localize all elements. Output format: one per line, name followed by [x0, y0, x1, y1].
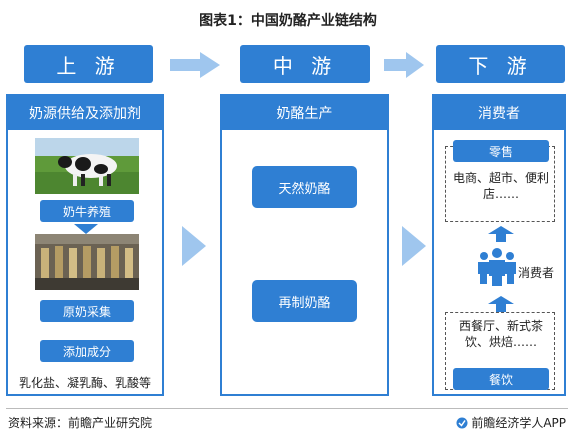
- retail-channels: 电商、超市、便利店……: [452, 171, 549, 201]
- up-arrow-icon: [488, 226, 514, 242]
- raw-milk-collection-box: 原奶采集: [40, 300, 134, 322]
- source-text: 资料来源：前瞻产业研究院: [8, 416, 153, 430]
- consumers-icon: [478, 248, 516, 286]
- downstream-header: 下 游: [436, 45, 565, 83]
- brand-logo-icon: [456, 417, 468, 428]
- midstream-panel-header: 奶酪生产: [222, 96, 387, 130]
- brand-name: 前瞻经济学人APP: [471, 416, 566, 430]
- downstream-panel-header: 消费者: [434, 96, 564, 130]
- add-ingredients-box: 添加成分: [40, 340, 134, 362]
- natural-cheese-box: 天然奶酪: [252, 166, 357, 208]
- downstream-panel: 消费者 零售 电商、超市、便利店…… 消费者 西餐厅、新式茶饮、烘焙…… 餐饮: [432, 94, 566, 396]
- brand-credit: 前瞻经济学人APP: [456, 414, 566, 431]
- food-service-channels: 西餐厅、新式茶饮、烘焙……: [458, 319, 543, 349]
- consumers-label: 消费者: [518, 266, 555, 280]
- midstream-panel: 奶酪生产 天然奶酪 再制奶酪: [220, 94, 389, 396]
- right-arrow-icon: [402, 226, 426, 266]
- footer-divider: [6, 408, 568, 409]
- cattle-farming-box: 奶牛养殖: [40, 200, 134, 222]
- upstream-panel-header: 奶源供给及添加剂: [8, 96, 162, 130]
- midstream-header: 中 游: [240, 45, 370, 83]
- dairy-cow-image: [35, 138, 139, 194]
- reconstituted-cheese-box: 再制奶酪: [252, 280, 357, 322]
- retail-box: 零售: [453, 140, 549, 162]
- right-arrow-icon: [384, 52, 424, 78]
- additives-list: 乳化盐、凝乳酶、乳酸等: [18, 376, 151, 390]
- milking-facility-image: [35, 234, 139, 290]
- right-arrow-icon: [170, 52, 220, 78]
- food-service-box: 餐饮: [453, 368, 549, 390]
- up-arrow-icon: [488, 296, 514, 312]
- upstream-header: 上 游: [24, 45, 153, 83]
- chart-title: 图表1：中国奶酪产业链结构: [199, 13, 377, 29]
- down-arrow-icon: [74, 224, 98, 234]
- upstream-panel: 奶源供给及添加剂 奶牛养殖: [6, 94, 164, 396]
- right-arrow-icon: [182, 226, 206, 266]
